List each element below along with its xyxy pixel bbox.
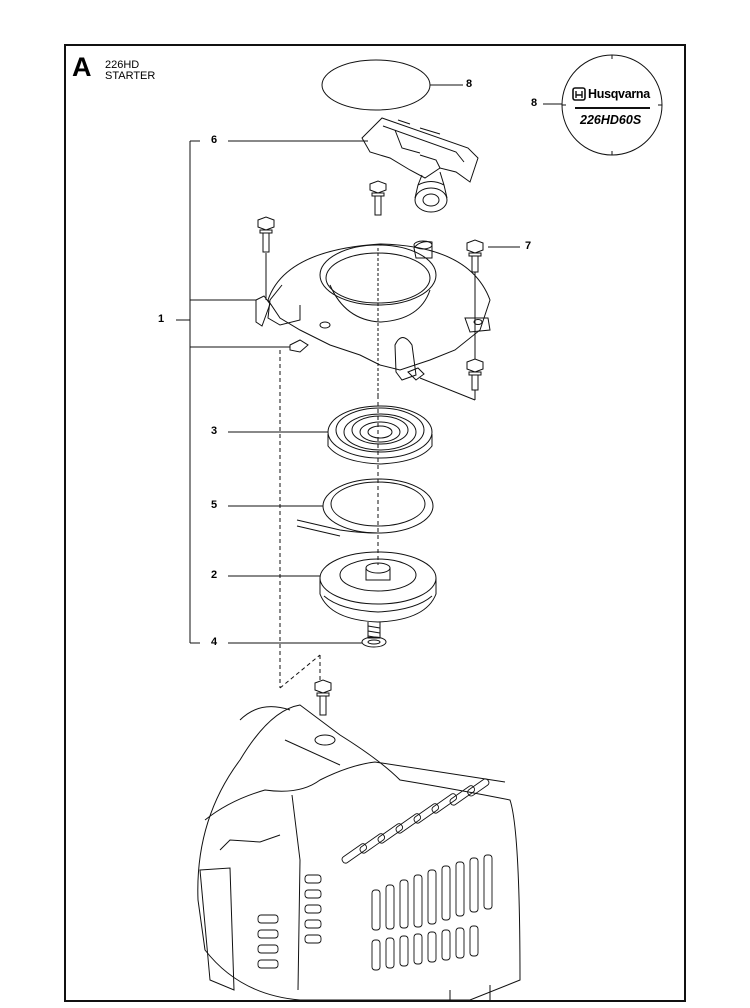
engine-cover [197,704,521,1001]
callout-8-decal: 8 [466,78,473,90]
bolt-right-lower [466,358,484,391]
decal-oval [321,59,431,111]
diagram-frame [64,44,686,1002]
callout-8-logo: 8 [531,97,538,109]
callout-3: 3 [211,425,218,437]
center-screw [361,622,387,648]
callout-2: 2 [211,569,218,581]
bolt-engine-cover [314,679,336,746]
starter-housing [255,240,491,395]
bolt-center [369,180,387,216]
logo-model-text: 226HD60S [580,113,642,127]
bolt-right-upper [466,239,484,273]
bracket-part-1 [176,140,476,643]
rope-pulley [319,551,437,623]
callout-6: 6 [211,134,218,146]
callout-4: 4 [211,636,218,648]
callout-5: 5 [211,499,218,511]
assembly-title: STARTER [105,70,156,82]
logo-decal [561,54,663,156]
callout-7: 7 [525,240,532,252]
starter-rope [296,478,434,537]
alignment-lines [279,350,321,689]
bolt-left [257,216,275,253]
model-name: 226HD [105,59,140,71]
recoil-spring [327,405,433,465]
husqvarna-crown-icon [572,87,586,101]
callout-1: 1 [158,313,165,325]
section-letter: A [72,52,92,82]
logo-brand-text: Husqvarna [588,87,650,101]
starter-handle [361,117,479,213]
